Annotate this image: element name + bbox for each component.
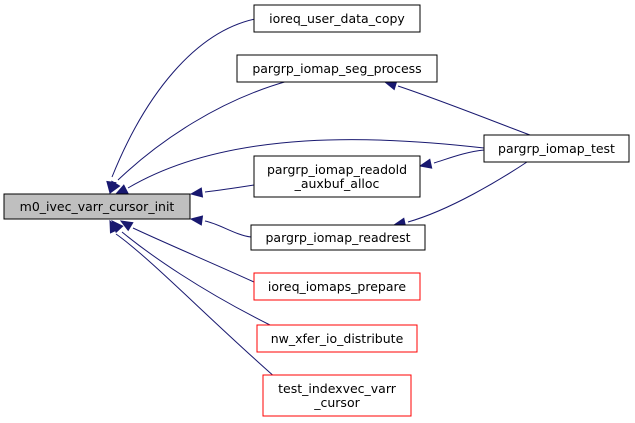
node-n3[interactable]: pargrp_iomap_readold_auxbuf_alloc [253,155,421,198]
node-n7[interactable]: test_indexvec_varr_cursor [262,374,412,417]
node-n8[interactable]: pargrp_iomap_test [483,134,630,163]
edge-n5-to-root [119,220,255,283]
node-root[interactable]: m0_ivec_varr_cursor_init [3,193,191,220]
node-label: pargrp_iomap_readold [267,162,407,177]
edge-n7-to-root [109,219,277,379]
edge-line [204,220,252,238]
edge-n4-to-root [189,215,252,238]
node-label: pargrp_iomap_test [498,141,615,156]
node-label: pargrp_iomap_seg_process [252,61,421,76]
edges-layer [106,18,531,379]
node-box[interactable] [253,272,421,301]
arrow-head-icon [189,215,204,226]
edge-line [407,159,531,223]
edge-line [204,184,255,193]
arrow-head-icon [119,220,134,232]
node-box[interactable] [256,324,418,353]
edge-n2-to-root [109,80,289,195]
node-label: test_indexvec_varr [278,381,397,396]
edge-n8-to-n2 [383,80,531,136]
node-box[interactable] [250,224,426,251]
node-label: _auxbuf_alloc [294,176,380,191]
edge-line [127,139,485,189]
edge-n1-to-root [106,18,256,195]
node-box[interactable] [483,134,630,163]
edge-line [397,85,531,136]
nodes-layer: m0_ivec_varr_cursor_init ioreq_user_data_… [3,4,630,417]
node-label: ioreq_iomaps_prepare [268,279,406,294]
edge-line [433,149,485,164]
edge-line [111,18,256,178]
node-label: ioreq_user_data_copy [269,11,405,26]
arrow-head-icon [189,187,204,198]
edge-line [115,233,277,379]
node-label: _cursor [313,395,360,410]
edge-line [132,227,255,283]
edge-line [117,80,289,181]
node-label: m0_ivec_varr_cursor_init [20,199,175,214]
node-n5[interactable]: ioreq_iomaps_prepare [253,272,421,301]
node-n4[interactable]: pargrp_iomap_readrest [250,224,426,251]
node-n1[interactable]: ioreq_user_data_copy [253,4,421,33]
node-box[interactable] [3,193,191,220]
edge-n8-to-n3 [418,149,485,169]
node-box[interactable] [236,54,438,83]
edge-line [121,231,271,326]
node-box[interactable] [253,155,421,198]
node-box[interactable] [253,4,421,33]
node-n2[interactable]: pargrp_iomap_seg_process [236,54,438,83]
node-label: nw_xfer_io_distribute [271,331,404,346]
node-box[interactable] [262,374,412,417]
arrow-head-icon [418,158,433,169]
arrow-head-icon [109,180,121,195]
node-label: pargrp_iomap_readrest [265,230,410,245]
node-n6[interactable]: nw_xfer_io_distribute [256,324,418,353]
arrow-head-icon [109,219,120,234]
edge-n3-to-root [189,184,255,198]
